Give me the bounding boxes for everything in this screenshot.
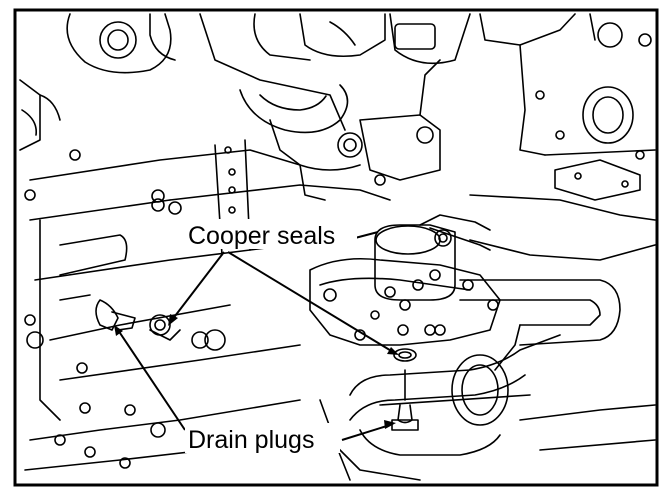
leader-drain-right bbox=[341, 424, 391, 441]
arrowhead-drain-right bbox=[384, 420, 396, 429]
callout-leaders bbox=[117, 231, 394, 441]
drain-plugs-label: Drain plugs bbox=[188, 426, 314, 454]
callout-arrowheads bbox=[114, 314, 399, 429]
arrowhead-drain-left bbox=[114, 325, 123, 336]
leader-drain-left bbox=[117, 329, 186, 431]
arrowhead-cooper-right bbox=[387, 347, 399, 355]
figure-frame bbox=[13, 8, 659, 487]
cooper-seals-label: Cooper seals bbox=[188, 222, 335, 250]
arrowhead-cooper-left bbox=[168, 314, 178, 326]
leader-cooper-tail bbox=[354, 231, 379, 239]
leader-cooper-left bbox=[171, 251, 225, 321]
leader-cooper-right bbox=[227, 251, 394, 353]
